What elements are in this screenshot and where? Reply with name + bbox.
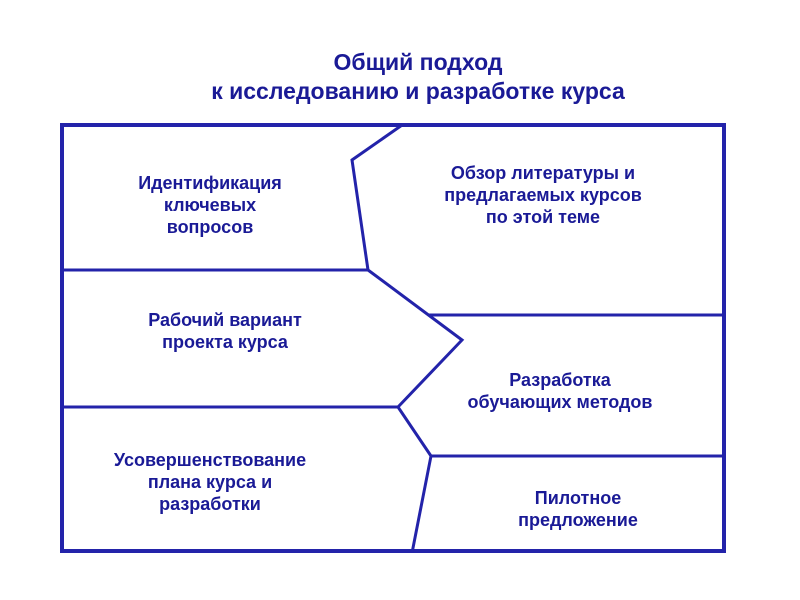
- diagram-outer-border: [60, 123, 726, 553]
- slide-title: Общий подход к исследованию и разработке…: [36, 48, 800, 106]
- slide-title-line1: Общий подход: [333, 49, 503, 75]
- slide-title-line2: к исследованию и разработке курса: [211, 78, 625, 104]
- box-label-pilot-offer: Пилотное предложение: [518, 488, 638, 530]
- box-label-plan-improvement: Усовершенствование плана курса и разрабо…: [113, 450, 307, 514]
- diagram-canvas: [60, 123, 726, 553]
- box-label-identify-key-questions: Идентификация ключевых вопросов: [138, 173, 282, 237]
- box-label-teaching-methods: Разработка обучающих методов: [467, 370, 653, 412]
- box-label-working-course-draft: Рабочий вариант проекта курса: [148, 310, 302, 352]
- box-label-literature-review: Обзор литературы и предлагаемых курсов п…: [444, 163, 642, 227]
